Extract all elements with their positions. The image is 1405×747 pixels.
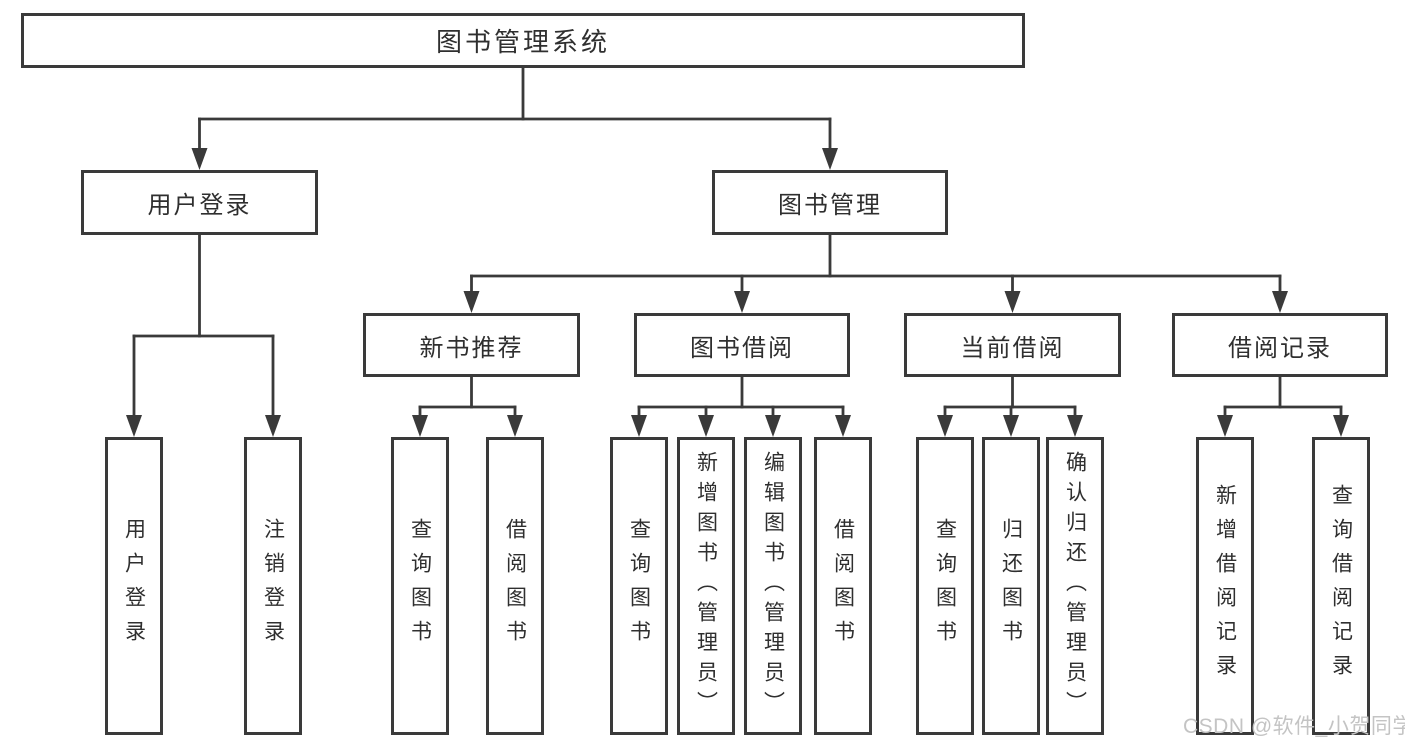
leaf-query-books-recommend: 查询图书 (391, 437, 449, 735)
node-current-borrowing: 当前借阅 (904, 313, 1121, 377)
leaf-logout: 注销登录 (244, 437, 302, 735)
node-label: 借阅图书 (503, 518, 527, 654)
node-label: 借阅记录 (1228, 334, 1332, 362)
node-label: 用户登录 (147, 192, 252, 219)
leaf-query-books-borrowing: 查询图书 (610, 437, 668, 735)
leaf-query-books-current: 查询图书 (916, 437, 974, 735)
node-label: 新增图书（管理员） (694, 451, 718, 721)
node-label: 图书借阅 (690, 334, 794, 362)
node-label: 查询借阅记录 (1329, 484, 1353, 688)
node-library-management-system: 图书管理系统 (21, 13, 1025, 68)
node-label: 注销登录 (261, 518, 285, 654)
leaf-add-borrow-record: 新增借阅记录 (1196, 437, 1254, 735)
leaf-add-books-admin: 新增图书（管理员） (677, 437, 735, 735)
node-label: 借阅图书 (831, 518, 855, 654)
node-label: 新书推荐 (419, 334, 524, 362)
leaf-borrow-books-recommend: 借阅图书 (486, 437, 544, 735)
node-new-book-recommendation: 新书推荐 (363, 313, 580, 377)
node-label: 确认归还（管理员） (1063, 451, 1087, 721)
node-label: 查询图书 (627, 518, 651, 654)
leaf-return-books: 归还图书 (982, 437, 1040, 735)
leaf-borrow-books-borrowing: 借阅图书 (814, 437, 872, 735)
node-label: 图书管理 (778, 192, 882, 219)
node-label: 当前借阅 (960, 334, 1065, 362)
node-label: 归还图书 (999, 518, 1023, 654)
node-label: 编辑图书（管理员） (761, 451, 785, 721)
node-label: 新增借阅记录 (1213, 484, 1237, 688)
leaf-confirm-return-admin: 确认归还（管理员） (1046, 437, 1104, 735)
node-label: 用户登录 (122, 518, 146, 654)
leaf-edit-books-admin: 编辑图书（管理员） (744, 437, 802, 735)
node-label: 查询图书 (408, 518, 432, 654)
node-user-login: 用户登录 (81, 170, 318, 235)
node-book-management: 图书管理 (712, 170, 948, 235)
node-label: 图书管理系统 (435, 27, 610, 57)
leaf-user-login: 用户登录 (105, 437, 163, 735)
node-borrowing-records: 借阅记录 (1172, 313, 1388, 377)
csdn-watermark: CSDN @软件_小贺同学 (1183, 715, 1405, 738)
node-label: 查询图书 (933, 518, 957, 654)
leaf-query-borrow-record: 查询借阅记录 (1312, 437, 1370, 735)
node-book-borrowing: 图书借阅 (634, 313, 850, 377)
